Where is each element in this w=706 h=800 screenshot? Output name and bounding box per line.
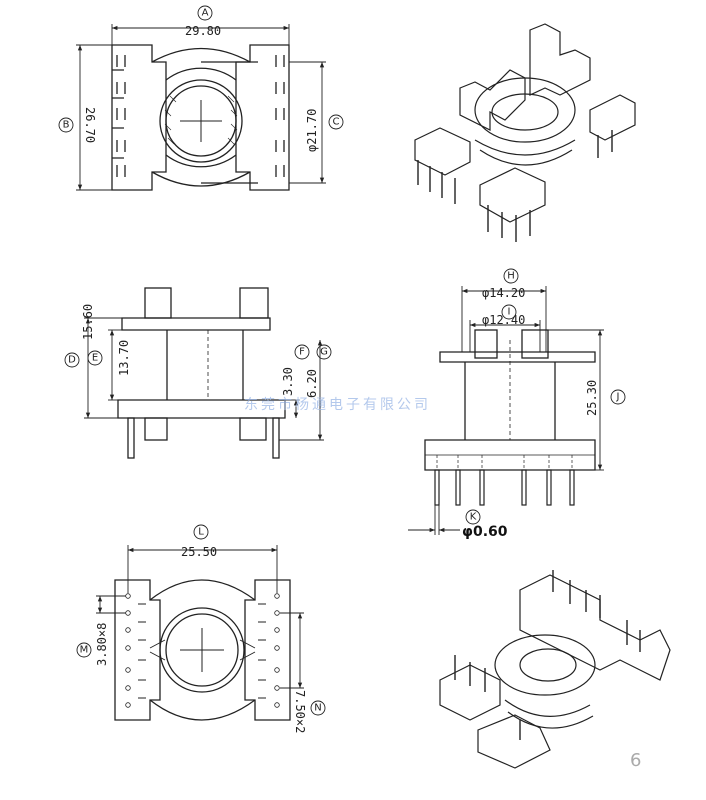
tag-a: A: [202, 8, 209, 19]
tag-c: C: [333, 117, 340, 128]
bore-inner: [165, 85, 237, 157]
front-view: [117, 287, 286, 459]
iso-view-bottom: [439, 570, 671, 769]
front-view-dims: [64, 317, 332, 441]
tag-d: D: [68, 355, 76, 366]
right-flange-outline: [235, 44, 290, 191]
bottom-width-dim: 25.50: [181, 545, 217, 559]
left-flange-outline: [111, 44, 167, 191]
front-dim-g: 6.20: [305, 369, 319, 398]
top-view: [111, 44, 290, 191]
iso-view-top: [414, 23, 636, 242]
tag-k: K: [470, 512, 477, 523]
tag-h: H: [507, 271, 515, 282]
side-view: [424, 329, 596, 506]
tag-e: E: [92, 353, 98, 364]
side-view-dims: [408, 268, 626, 535]
front-dim-f: 3.30: [281, 367, 295, 396]
bottom-pitch-m: 3.80×8: [95, 623, 109, 666]
page-number: 6: [630, 750, 641, 771]
top-view-dims: [58, 5, 344, 191]
top-width-dim: 29.80: [185, 24, 221, 38]
top-height-dim: 26.70: [83, 107, 97, 143]
watermark: 东莞市杨通电子有限公司: [244, 396, 431, 413]
bore-outer: [159, 79, 243, 163]
bottom-view-dims: [76, 524, 326, 716]
tag-b: B: [63, 120, 70, 131]
tag-f: F: [299, 347, 305, 358]
tag-i: I: [508, 307, 511, 318]
tag-m: M: [80, 645, 89, 656]
front-dim-e: 13.70: [117, 340, 131, 376]
front-dim-d: 15.60: [81, 304, 95, 340]
tag-n: N: [314, 703, 321, 714]
side-pin-dia: φ0.60: [462, 524, 508, 540]
outer-ring: [165, 67, 237, 168]
side-dim-j: 25.30: [585, 380, 599, 416]
bottom-pitch-n: 7.50×2: [293, 690, 307, 733]
side-dia-h: φ14.20: [482, 286, 525, 300]
tag-l: L: [198, 527, 204, 538]
bottom-view: [114, 579, 291, 721]
side-dia-i: φ12.40: [482, 313, 525, 327]
tag-g: G: [320, 347, 328, 358]
top-dia-dim: φ21.70: [305, 109, 319, 152]
tag-j: J: [616, 392, 620, 403]
